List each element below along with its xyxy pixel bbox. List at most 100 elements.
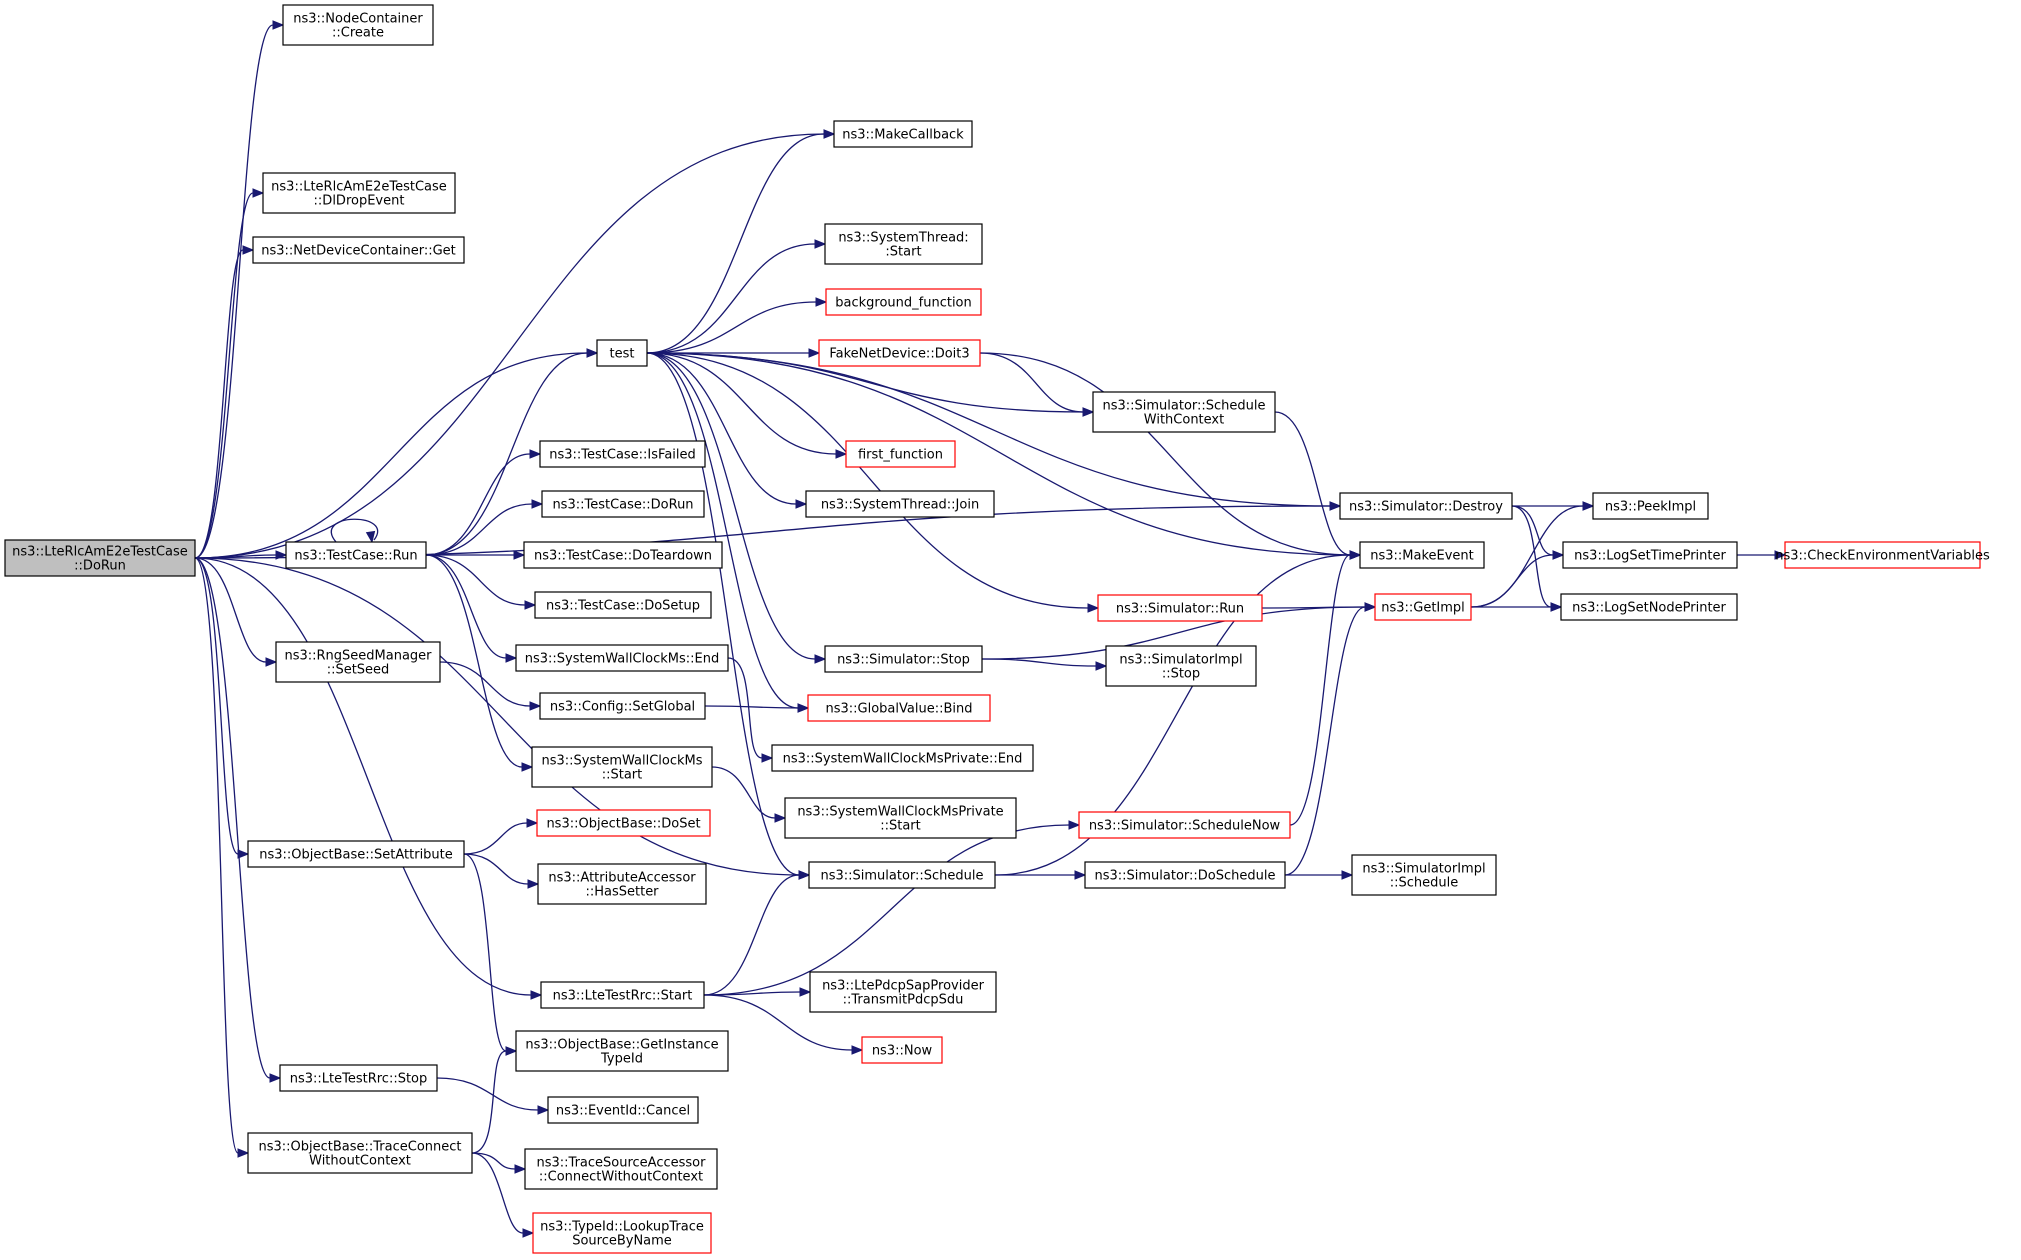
- node-dl-drop-event[interactable]: ns3::LteRlcAmE2eTestCase::DlDropEvent: [262, 172, 456, 214]
- edge-rng-seed-manager-set-seed-to-config-set-global: [439, 661, 542, 711]
- node-first-function[interactable]: first_function: [845, 440, 956, 468]
- node-testcase-do-setup[interactable]: ns3::TestCase::DoSetup: [534, 591, 712, 619]
- node-label: ns3::SystemWallClockMsPrivate: [797, 805, 1003, 820]
- edge-arrowhead: [797, 703, 810, 713]
- node-testcase-is-failed[interactable]: ns3::TestCase::IsFailed: [539, 440, 706, 468]
- node-system-wall-clock-start[interactable]: ns3::SystemWallClockMs::Start: [531, 746, 713, 788]
- node-box: [534, 591, 712, 619]
- node-system-thread-join[interactable]: ns3::SystemThread::Join: [805, 490, 995, 518]
- node-box: [252, 236, 465, 264]
- edge-line: [646, 352, 1089, 609]
- edge-arrowhead: [526, 818, 539, 828]
- node-label: ns3::Config::SetGlobal: [550, 700, 695, 715]
- node-background-function[interactable]: background_function: [825, 288, 982, 316]
- edge-arrowhead: [835, 449, 848, 459]
- node-box: [861, 1036, 943, 1064]
- node-label: ns3::SystemWallClockMsPrivate::End: [783, 752, 1023, 767]
- node-check-environment-variables[interactable]: ns3::CheckEnvironmentVariables: [1775, 541, 1990, 569]
- node-lte-pdcp-sap-transmit[interactable]: ns3::LtePdcpSapProvider::TransmitPdcpSdu: [809, 971, 997, 1013]
- node-box: [1105, 645, 1257, 687]
- node-get-impl[interactable]: ns3::GetImpl: [1374, 593, 1472, 621]
- node-simulator-stop[interactable]: ns3::Simulator::Stop: [824, 645, 983, 673]
- edge-line: [194, 352, 588, 559]
- node-peek-impl[interactable]: ns3::PeekImpl: [1592, 492, 1709, 520]
- node-lte-test-rrc-start[interactable]: ns3::LteTestRrc::Start: [540, 981, 705, 1009]
- edge-arrowhead: [1095, 661, 1108, 671]
- node-simulator-impl-schedule[interactable]: ns3::SimulatorImpl::Schedule: [1351, 854, 1497, 896]
- edge-test-to-make-event: [646, 352, 1362, 560]
- edge-lte-test-rrc-stop-to-eventid-cancel: [436, 1077, 550, 1115]
- node-objectbase-do-set[interactable]: ns3::ObjectBase::DoSet: [536, 809, 711, 837]
- node-system-thread-start[interactable]: ns3::SystemThread::Start: [824, 223, 983, 265]
- node-label: ns3::MakeCallback: [842, 128, 964, 143]
- node-attribute-accessor-has-setter[interactable]: ns3::AttributeAccessor::HasSetter: [537, 863, 707, 905]
- node-label: ns3::LogSetTimePrinter: [1574, 549, 1726, 564]
- edge-lte-test-rrc-start-to-simulator-schedule-now: [703, 820, 1081, 996]
- edge-arrowhead: [774, 813, 787, 823]
- edge-lte-test-rrc-start-to-lte-pdcp-sap-transmit: [703, 987, 812, 997]
- node-testcase-do-teardown[interactable]: ns3::TestCase::DoTeardown: [523, 541, 723, 569]
- node-system-wall-clock-end[interactable]: ns3::SystemWallClockMs::End: [515, 644, 729, 672]
- node-simulator-schedule[interactable]: ns3::Simulator::Schedule: [808, 861, 996, 889]
- node-net-device-container-get[interactable]: ns3::NetDeviceContainer::Get: [252, 236, 465, 264]
- node-objectbase-trace-connect[interactable]: ns3::ObjectBase::TraceConnectWithoutCont…: [247, 1132, 473, 1174]
- node-box: [541, 490, 705, 518]
- edge-objectbase-trace-connect-to-typeid-lookup-trace-source: [471, 1152, 535, 1238]
- node-label: ns3::NodeContainer: [293, 12, 423, 27]
- node-label: test: [610, 347, 635, 362]
- node-label: ns3::Now: [872, 1044, 933, 1059]
- node-rng-seed-manager-set-seed[interactable]: ns3::RngSeedManager::SetSeed: [275, 641, 441, 683]
- node-label: ns3::SimulatorImpl: [1362, 862, 1485, 877]
- node-trace-source-accessor-connect[interactable]: ns3::TraceSourceAccessor::ConnectWithout…: [524, 1148, 718, 1190]
- node-root[interactable]: ns3::LteRlcAmE2eTestCase::DoRun: [4, 539, 196, 577]
- node-box: [524, 1148, 718, 1190]
- edge-testcase-run-to-testcase-run: [330, 518, 378, 544]
- edge-arrowhead: [1550, 602, 1563, 612]
- edge-arrowhead: [815, 297, 828, 307]
- edge-arrowhead: [823, 129, 836, 139]
- node-testcase-run[interactable]: ns3::TestCase::Run: [285, 541, 427, 569]
- node-system-wall-clock-private-end[interactable]: ns3::SystemWallClockMsPrivate::End: [771, 744, 1034, 772]
- edge-arrowhead: [237, 849, 250, 859]
- node-make-callback[interactable]: ns3::MakeCallback: [833, 120, 973, 148]
- node-box: [1097, 594, 1263, 622]
- edge-line: [194, 557, 271, 1079]
- node-simulator-destroy[interactable]: ns3::Simulator::Destroy: [1339, 492, 1513, 520]
- node-global-value-bind[interactable]: ns3::GlobalValue::Bind: [807, 694, 991, 722]
- node-testcase-do-run[interactable]: ns3::TestCase::DoRun: [541, 490, 705, 518]
- node-test[interactable]: test: [596, 339, 648, 367]
- edge-arrowhead: [1364, 602, 1377, 612]
- edge-arrowhead: [275, 550, 288, 560]
- node-now[interactable]: ns3::Now: [861, 1036, 943, 1064]
- node-simulator-schedule-now[interactable]: ns3::Simulator::ScheduleNow: [1078, 811, 1291, 839]
- node-log-set-node-printer[interactable]: ns3::LogSetNodePrinter: [1560, 593, 1738, 621]
- node-box: [537, 863, 707, 905]
- node-system-wall-clock-private-start[interactable]: ns3::SystemWallClockMsPrivate::Start: [784, 797, 1017, 839]
- node-label: ns3::Simulator::Stop: [837, 653, 970, 668]
- node-eventid-cancel[interactable]: ns3::EventId::Cancel: [547, 1096, 699, 1124]
- node-label: ns3::LteTestRrc::Stop: [290, 1072, 428, 1087]
- edge-line: [711, 766, 776, 819]
- node-box: [824, 645, 983, 673]
- node-simulator-impl-stop[interactable]: ns3::SimulatorImpl::Stop: [1105, 645, 1257, 687]
- node-box: [808, 861, 996, 889]
- node-label: ns3::TraceSourceAccessor: [537, 1156, 707, 1171]
- edge-arrowhead: [799, 987, 812, 997]
- node-node-container-create[interactable]: ns3::NodeContainer::Create: [282, 4, 434, 46]
- node-simulator-run[interactable]: ns3::Simulator::Run: [1097, 594, 1263, 622]
- node-config-set-global[interactable]: ns3::Config::SetGlobal: [539, 692, 706, 720]
- node-label: ns3::CheckEnvironmentVariables: [1775, 549, 1990, 564]
- node-log-set-time-printer[interactable]: ns3::LogSetTimePrinter: [1562, 541, 1738, 569]
- node-objectbase-set-attribute[interactable]: ns3::ObjectBase::SetAttribute: [247, 840, 465, 868]
- node-lte-test-rrc-stop[interactable]: ns3::LteTestRrc::Stop: [279, 1064, 438, 1092]
- node-simulator-do-schedule[interactable]: ns3::Simulator::DoSchedule: [1084, 861, 1286, 889]
- edge-root-to-objectbase-trace-connect: [194, 557, 250, 1158]
- edge-arrowhead: [1087, 603, 1100, 613]
- edge-arrowhead: [761, 753, 774, 763]
- node-make-event[interactable]: ns3::MakeEvent: [1359, 541, 1485, 569]
- node-fake-net-device-doit3[interactable]: FakeNetDevice::Doit3: [818, 339, 981, 367]
